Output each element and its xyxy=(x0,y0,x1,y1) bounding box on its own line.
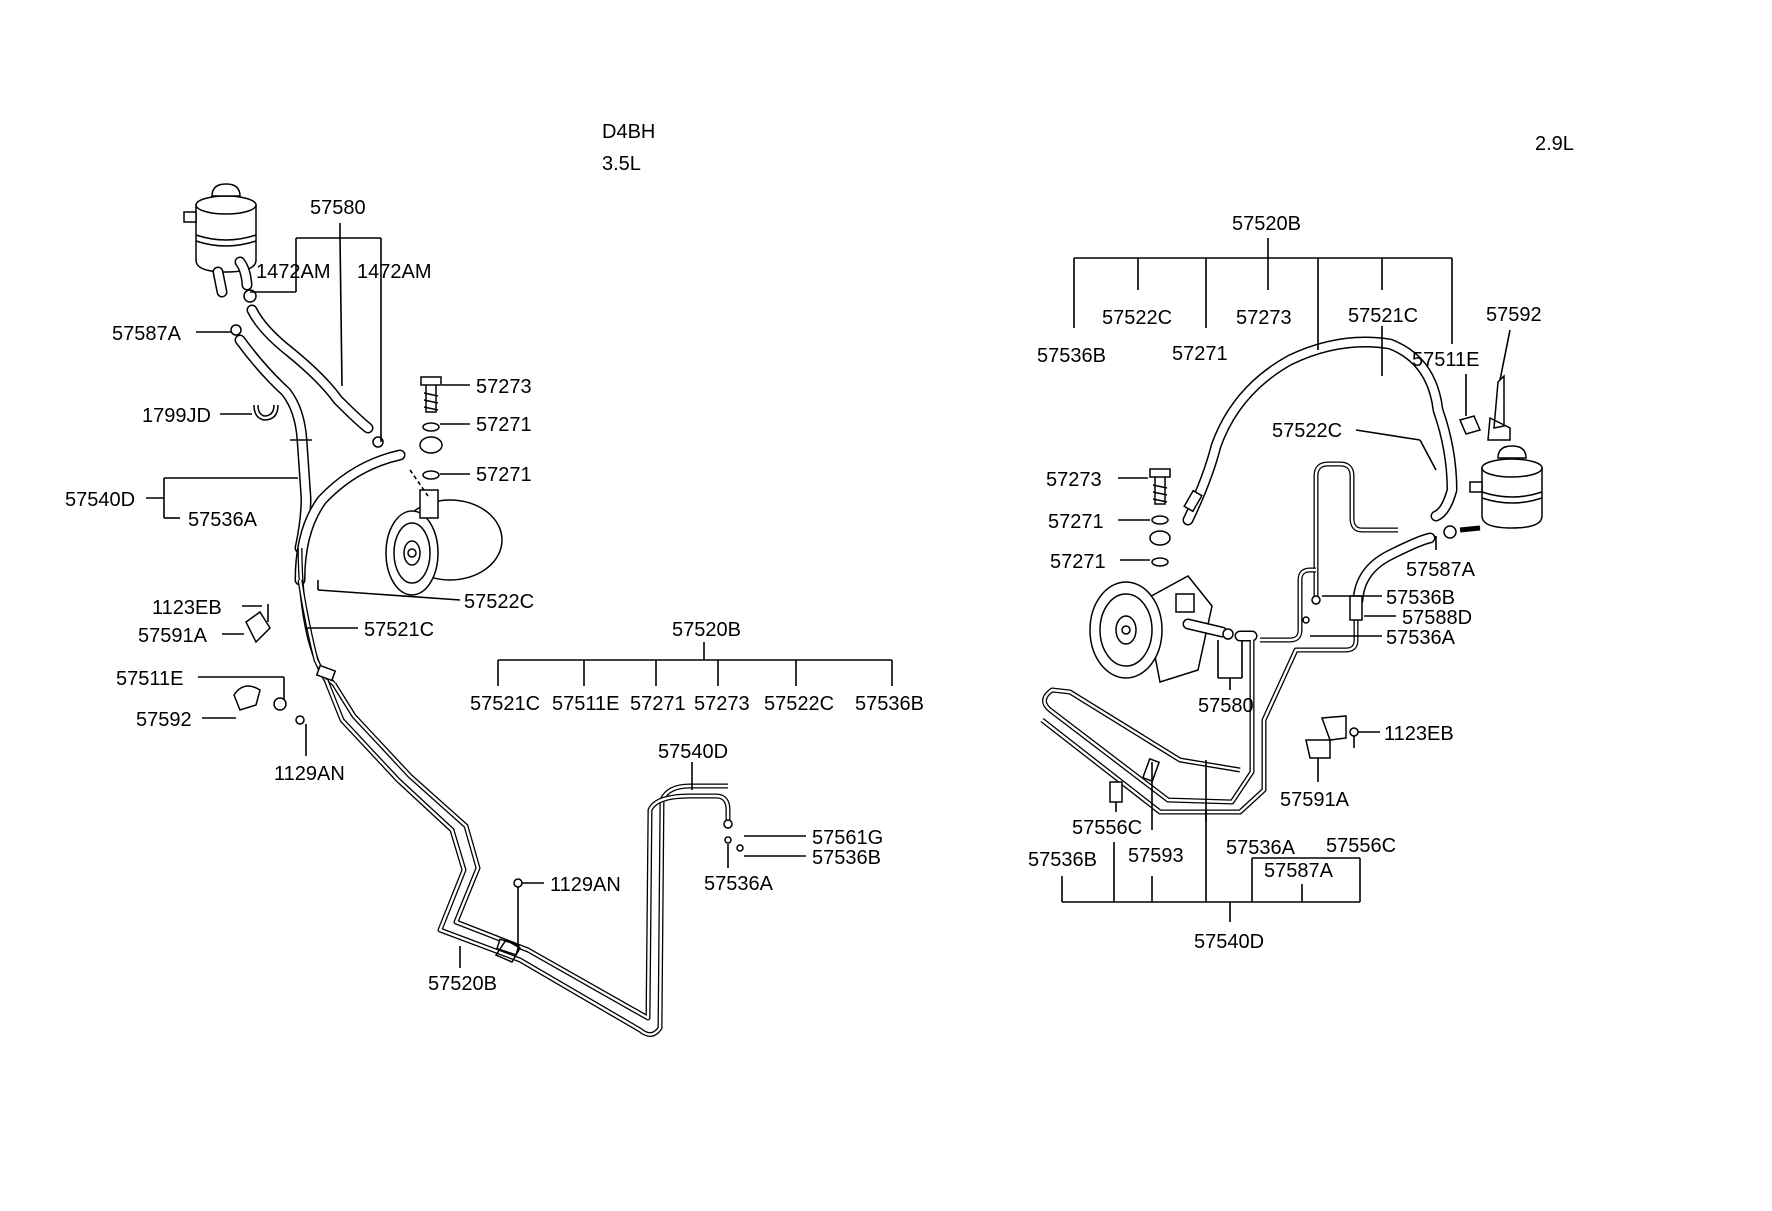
callout-57520B-b: 57520B xyxy=(428,973,497,995)
callout-1123EB-r: 1123EB xyxy=(1384,723,1454,745)
callout-57536B: 57536B xyxy=(812,847,881,869)
callout-57522C-r: 57522C xyxy=(1102,307,1172,329)
kit-57520B-item-1: 57521C xyxy=(470,693,540,715)
kit-57520B-title: 57520B xyxy=(672,619,741,641)
right-reservoir-tank xyxy=(1469,445,1543,529)
callout-57556C-b-r: 57556C xyxy=(1326,835,1396,857)
kit-57520B-item-5: 57522C xyxy=(764,693,834,715)
callout-57561G: 57561G xyxy=(812,827,883,849)
callout-57273-b-r: 57273 xyxy=(1046,469,1102,491)
kit-57520B-item-6: 57536B xyxy=(855,693,924,715)
callout-57271-b-r: 57271 xyxy=(1048,511,1104,533)
callout-57271-r: 57271 xyxy=(1172,343,1228,365)
callout-57587A-b-r: 57587A xyxy=(1264,860,1334,882)
callout-57540D-b: 57540D xyxy=(658,741,728,763)
callout-1123EB: 1123EB xyxy=(152,597,222,619)
callout-57271-a: 57271 xyxy=(476,414,532,436)
callout-57536B-r: 57536B xyxy=(1037,345,1106,367)
callout-57271-c-r: 57271 xyxy=(1050,551,1106,573)
kit-57520B-item-3: 57271 xyxy=(630,693,686,715)
callout-57521C: 57521C xyxy=(364,619,434,641)
callout-57522C: 57522C xyxy=(464,591,534,613)
left-displacement-label: 3.5L xyxy=(602,153,641,175)
callout-57536A-b-r: 57536A xyxy=(1226,837,1296,859)
right-bolt-and-washers xyxy=(1149,468,1171,567)
callout-57591A: 57591A xyxy=(138,625,208,647)
left-reservoir-tank xyxy=(183,183,257,273)
callout-57587A-r: 57587A xyxy=(1406,559,1476,581)
callout-57271-b: 57271 xyxy=(476,464,532,486)
callout-57580-r: 57580 xyxy=(1198,695,1254,717)
callout-1472AM-b: 1472AM xyxy=(357,261,432,283)
right-assembly-callouts: 57520B 57522C 57273 57521C 57536B 57271 … xyxy=(1028,213,1542,953)
callout-1129AN-b: 1129AN xyxy=(550,874,621,896)
callout-57540D: 57540D xyxy=(65,489,135,511)
callout-57273-r: 57273 xyxy=(1236,307,1292,329)
left-steering-pump xyxy=(385,469,503,596)
callout-1472AM-a: 1472AM xyxy=(256,261,331,283)
right-displacement-label: 2.9L xyxy=(1535,133,1574,155)
callout-57580: 57580 xyxy=(310,197,366,219)
callout-57592: 57592 xyxy=(136,709,192,731)
callout-57592-r: 57592 xyxy=(1486,304,1542,326)
right-assembly-drawing xyxy=(1040,336,1543,815)
callout-57591A-r: 57591A xyxy=(1280,789,1350,811)
callout-57593-r: 57593 xyxy=(1128,845,1184,867)
engine-code-label: D4BH xyxy=(602,121,655,143)
callout-57556C-r: 57556C xyxy=(1072,817,1142,839)
kit-57520B-item-4: 57273 xyxy=(694,693,750,715)
callout-1129AN: 1129AN xyxy=(274,763,345,785)
callout-57536B-b-r: 57536B xyxy=(1386,587,1455,609)
callout-57588D-r: 57588D xyxy=(1402,607,1472,629)
callout-57536A: 57536A xyxy=(188,509,258,531)
callout-1799JD: 1799JD xyxy=(142,405,211,427)
callout-57536B-c-r: 57536B xyxy=(1028,849,1097,871)
callout-57536A-b: 57536A xyxy=(704,873,774,895)
left-assembly-callouts: 57580 1472AM 1472AM 57587A 1799JD 57273 … xyxy=(65,197,924,995)
left-bolt-and-washers xyxy=(419,376,443,480)
callout-57511E: 57511E xyxy=(116,668,183,690)
right-steering-pump xyxy=(1089,575,1213,683)
callout-57511E-r: 57511E xyxy=(1412,349,1479,371)
callout-57520B-r: 57520B xyxy=(1232,213,1301,235)
callout-57521C-r: 57521C xyxy=(1348,305,1418,327)
kit-57520B-item-2: 57511E xyxy=(552,693,619,715)
callout-57522C-b-r: 57522C xyxy=(1272,420,1342,442)
callout-57536A-r: 57536A xyxy=(1386,627,1456,649)
callout-57587A: 57587A xyxy=(112,323,182,345)
left-assembly-drawing xyxy=(183,183,744,1037)
callout-57540D-r: 57540D xyxy=(1194,931,1264,953)
callout-57273: 57273 xyxy=(476,376,532,398)
